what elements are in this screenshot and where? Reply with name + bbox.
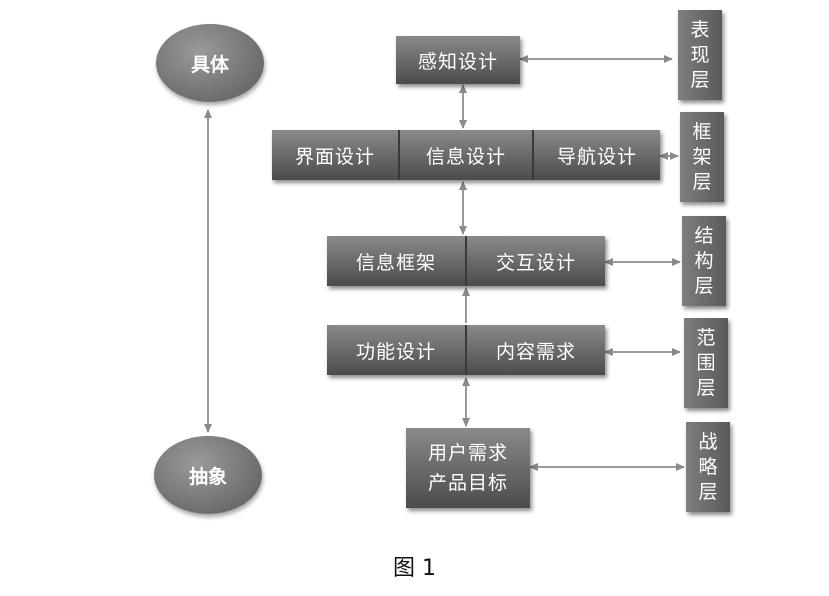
scope-layer-char-1: 范 xyxy=(696,326,716,349)
surface-layer-box: 表 现 层 xyxy=(678,10,722,100)
structure-layer-char-1: 结 xyxy=(694,224,714,247)
concrete-oval: 具体 xyxy=(156,24,264,102)
navigation-design-cell: 导航设计 xyxy=(532,130,660,180)
abstract-oval: 抽象 xyxy=(154,436,262,514)
content-requirements-label: 内容需求 xyxy=(495,340,576,363)
navigation-design-label: 导航设计 xyxy=(556,145,637,168)
surface-layer-char-3: 层 xyxy=(690,68,710,91)
user-needs-label: 用户需求 xyxy=(427,442,508,464)
strategy-layer-char-2: 略 xyxy=(698,455,718,478)
perception-design-box: 感知设计 xyxy=(396,36,520,84)
scope-layer-char-2: 围 xyxy=(696,351,716,374)
scope-row-box: 功能设计 内容需求 xyxy=(327,325,605,375)
concrete-label: 具体 xyxy=(190,53,229,76)
product-goals-label: 产品目标 xyxy=(427,472,508,494)
interaction-design-cell: 交互设计 xyxy=(465,236,605,286)
skeleton-layer-box: 框 架 层 xyxy=(680,112,724,202)
structure-layer-char-2: 构 xyxy=(694,249,714,272)
structure-row-box: 信息框架 交互设计 xyxy=(327,236,605,286)
scope-layer-box: 范 围 层 xyxy=(684,318,728,408)
skeleton-layer-char-3: 层 xyxy=(692,170,712,193)
strategy-layer-char-1: 战 xyxy=(698,430,718,453)
surface-layer-char-2: 现 xyxy=(690,43,710,66)
interface-design-cell: 界面设计 xyxy=(272,130,398,180)
skeleton-layer-char-1: 框 xyxy=(692,120,712,143)
figure-caption: 图 1 xyxy=(393,556,436,581)
content-requirements-cell: 内容需求 xyxy=(465,325,605,375)
frame-row-box: 界面设计 信息设计 导航设计 xyxy=(272,130,660,180)
structure-layer-char-3: 层 xyxy=(694,274,714,297)
interaction-design-label: 交互设计 xyxy=(495,251,576,274)
skeleton-layer-char-2: 架 xyxy=(692,145,712,168)
perception-design-label: 感知设计 xyxy=(417,50,498,73)
surface-layer-char-1: 表 xyxy=(690,18,710,41)
abstract-label: 抽象 xyxy=(188,465,227,488)
function-design-label: 功能设计 xyxy=(355,340,436,363)
scope-layer-char-3: 层 xyxy=(696,376,716,399)
strategy-box: 用户需求 产品目标 xyxy=(406,428,530,508)
structure-layer-box: 结 构 层 xyxy=(682,216,726,306)
strategy-layer-char-3: 层 xyxy=(698,480,718,503)
interface-design-label: 界面设计 xyxy=(294,145,375,168)
information-architecture-cell: 信息框架 xyxy=(327,236,465,286)
information-design-label: 信息设计 xyxy=(425,145,506,168)
information-design-cell: 信息设计 xyxy=(398,130,532,180)
strategy-layer-box: 战 略 层 xyxy=(686,422,730,512)
function-design-cell: 功能设计 xyxy=(327,325,465,375)
information-architecture-label: 信息框架 xyxy=(355,251,436,274)
